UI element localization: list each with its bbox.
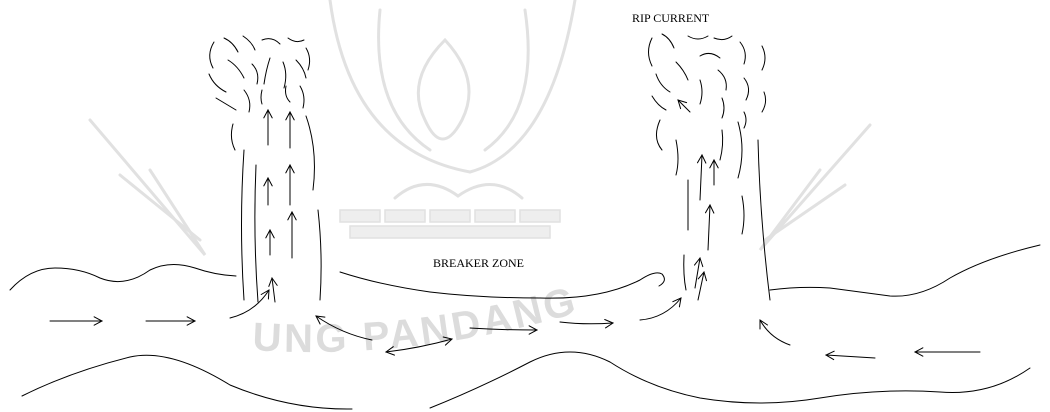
current-stroke [738, 122, 742, 178]
shoreline-left [22, 355, 352, 409]
current-stroke [306, 116, 314, 190]
current-stroke [288, 38, 304, 42]
breaker-line-middle [340, 272, 664, 298]
watermark-swoosh-right [470, 0, 575, 172]
current-stroke [262, 39, 280, 44]
watermark-torch-icon [418, 40, 469, 139]
current-stroke [744, 78, 749, 100]
current-stroke [742, 196, 744, 234]
current-stroke [676, 62, 688, 80]
current-stroke [242, 150, 245, 300]
arrowhead [760, 320, 768, 329]
current-stroke [244, 90, 250, 112]
current-stroke [700, 80, 702, 104]
shoreline-right [430, 352, 1030, 408]
watermark-brick [350, 226, 550, 238]
current-stroke [649, 38, 653, 66]
current-stroke [714, 36, 732, 40]
current-stroke [662, 34, 674, 48]
watermark-brick [385, 210, 425, 222]
flow-arrow [708, 205, 710, 250]
watermark-swoosh-left [330, 0, 470, 172]
current-stroke [688, 36, 708, 39]
watermark-swoosh-inner-right [485, 10, 528, 150]
current-stroke [722, 98, 724, 118]
watermark-brick [340, 210, 380, 222]
breaker-line-left [10, 264, 236, 290]
current-stroke [231, 124, 235, 150]
current-stroke [744, 112, 746, 128]
watermark-brick [520, 210, 560, 222]
current-stroke [656, 74, 670, 92]
watermark-brick [475, 210, 515, 222]
watermark-text-content: UNG PANDANG [252, 278, 583, 361]
current-stroke [718, 70, 726, 90]
current-stroke [283, 62, 286, 88]
current-stroke [210, 42, 214, 68]
current-stroke [286, 86, 291, 102]
current-stroke [762, 46, 765, 70]
current-stroke [296, 60, 306, 78]
rip-current-label: RIP CURRENT [632, 11, 710, 25]
current-stroke [261, 90, 262, 104]
watermark-banner-left [90, 120, 205, 255]
current-stroke [684, 255, 686, 290]
current-stroke [255, 165, 258, 302]
current-stroke [656, 120, 662, 150]
current-stroke [306, 48, 310, 70]
watermark-brick [430, 210, 470, 222]
current-stroke [228, 60, 244, 78]
flow-arrow [826, 355, 875, 358]
current-stroke [252, 64, 258, 84]
flow-arrow [700, 155, 702, 200]
current-stroke [762, 92, 766, 112]
watermark-logo: UNG PANDANG [90, 0, 870, 361]
current-stroke [224, 38, 238, 52]
flow-arrow [230, 290, 269, 318]
watermark-text: UNG PANDANG [252, 278, 583, 361]
current-stroke [758, 140, 770, 300]
watermark-banner-right-inner [765, 185, 845, 240]
flow-arrow [760, 320, 790, 345]
watermark-brick-wall [340, 210, 560, 238]
current-stroke [209, 74, 226, 92]
current-stroke [300, 86, 304, 108]
current-stroke [216, 98, 236, 110]
flow-arrow [695, 258, 700, 288]
current-stroke [264, 58, 270, 84]
current-stroke [720, 130, 723, 160]
current-stroke [676, 140, 678, 175]
current-stroke [740, 42, 745, 64]
breaker-line-right [770, 245, 1040, 296]
current-stroke [318, 210, 321, 300]
current-stroke [243, 36, 255, 50]
current-stroke [700, 53, 720, 58]
watermark-book-icon [395, 184, 522, 198]
breaker-zone-label: BREAKER ZONE [433, 256, 524, 270]
current-stroke [652, 96, 666, 110]
